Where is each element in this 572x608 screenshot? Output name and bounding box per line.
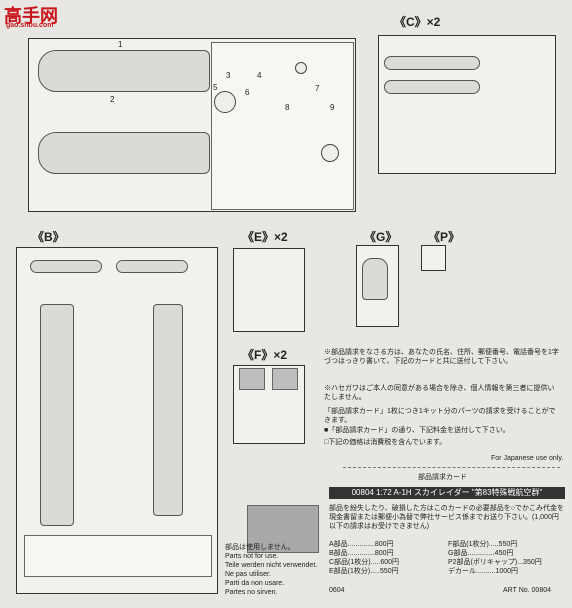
note-1: ※部品請求をなさる方は、あなたの氏名、住所、郵便番号、電話番号を1字づつはっきり… [324, 349, 559, 365]
sprue-f-cell-2 [272, 368, 298, 390]
kit-number: 00804 [351, 488, 374, 497]
tire-icon [321, 144, 339, 162]
not-for-use-it: Parti da non usare. [225, 580, 285, 587]
price-a: A部品..............800円 [329, 541, 394, 548]
note-5: □下記の価格は消費税を含んでいます。 [324, 439, 447, 446]
note-3: 「部品請求カード」1枚につき1キット分のパーツの請求を受けることができます。 [324, 408, 556, 424]
sprue-f-cell-1 [239, 368, 265, 390]
part-number-4: 4 [257, 71, 262, 80]
sprue-label-f: 《F》×2 [242, 348, 288, 362]
price-c: C部品(1枚分).....600円 [329, 559, 400, 566]
sprue-b-wing-right [153, 304, 183, 516]
sprue-e-frame [233, 248, 305, 332]
part-number-8: 8 [285, 103, 290, 112]
logo-text: 高手网 [4, 6, 58, 26]
wheel-icon [214, 91, 236, 113]
cut-line [343, 467, 560, 468]
sprue-b-top-part-2 [116, 260, 188, 273]
part-number-9: 9 [330, 103, 335, 112]
fuselage-part-bottom [38, 132, 210, 174]
part-number-3: 3 [226, 71, 231, 80]
not-for-use-en: Parts not for use. [225, 553, 279, 560]
art-number: ART No. 00804 [503, 587, 551, 594]
part-number-7: 7 [315, 84, 320, 93]
not-for-use-fr: Ne pas utiliser. [225, 571, 271, 578]
canopy-part [362, 258, 388, 300]
kit-scale: 1:72 [376, 488, 392, 497]
price-e: E部品(1枚分).....550円 [329, 568, 399, 575]
kit-model: A-1H スカイレイダー "第83特殊戦航空群" [393, 488, 543, 497]
not-for-use-marker [247, 505, 319, 553]
card-header: 00804 1:72 A-1H スカイレイダー "第83特殊戦航空群" [329, 487, 565, 499]
part-number-5: 5 [213, 83, 218, 92]
not-for-use-es: Partes no sirven. [225, 589, 278, 596]
part-number-6: 6 [245, 88, 250, 97]
sprue-label-e: 《E》×2 [242, 230, 288, 244]
price-g: G部品..............450円 [448, 550, 514, 557]
part-number-1: 1 [118, 40, 123, 49]
sheet-code: 0604 [329, 587, 345, 594]
part-number-2: 2 [110, 95, 115, 104]
not-for-use-de: Teile werden nicht verwendet. [225, 562, 318, 569]
top-detail-grid [211, 42, 354, 210]
sprue-b-top-part-1 [30, 260, 102, 273]
not-for-use-jp: 部品は使用しません。 [225, 544, 295, 551]
price-f: F部品(1枚分).....550円 [448, 541, 518, 548]
fuselage-part-top [38, 50, 210, 92]
japanese-use-only: For Japanese use only. [491, 455, 564, 462]
sprue-label-b: 《B》 [32, 230, 65, 244]
note-4: ■「部品請求カード」の通り、下記料金を送付して下さい。 [324, 427, 510, 434]
sprue-c-long-part-2 [384, 80, 480, 94]
sprue-label-g: 《G》 [364, 230, 398, 244]
logo-subtext: gao.shou.com [6, 22, 54, 29]
sprue-b-wing-left [40, 304, 74, 526]
price-b: B部品..............800円 [329, 550, 394, 557]
site-logo: 高手网 gao.shou.com [4, 2, 70, 30]
card-title: 部品請求カード [418, 474, 467, 481]
price-decal: デカール..........1000円 [448, 568, 519, 575]
sprue-label-p: 《P》 [428, 230, 461, 244]
note-2: ※ハセガワはご本人の同意がある場合を除き、個人情報を第三者に提供いたしません。 [324, 385, 555, 401]
price-p2: P2部品(ポリキャップ)...350円 [448, 559, 542, 566]
sprue-label-c: 《C》×2 [394, 15, 441, 29]
card-instructions: 部品を紛失したり、破損した方はこのカードの必要部品を○でかこみ代金を現金書留また… [329, 505, 564, 530]
propeller-hub-icon [295, 62, 307, 74]
sprue-p-frame [421, 245, 446, 271]
sprue-b-bottom-row [24, 535, 212, 577]
sprue-c-long-part [384, 56, 480, 70]
